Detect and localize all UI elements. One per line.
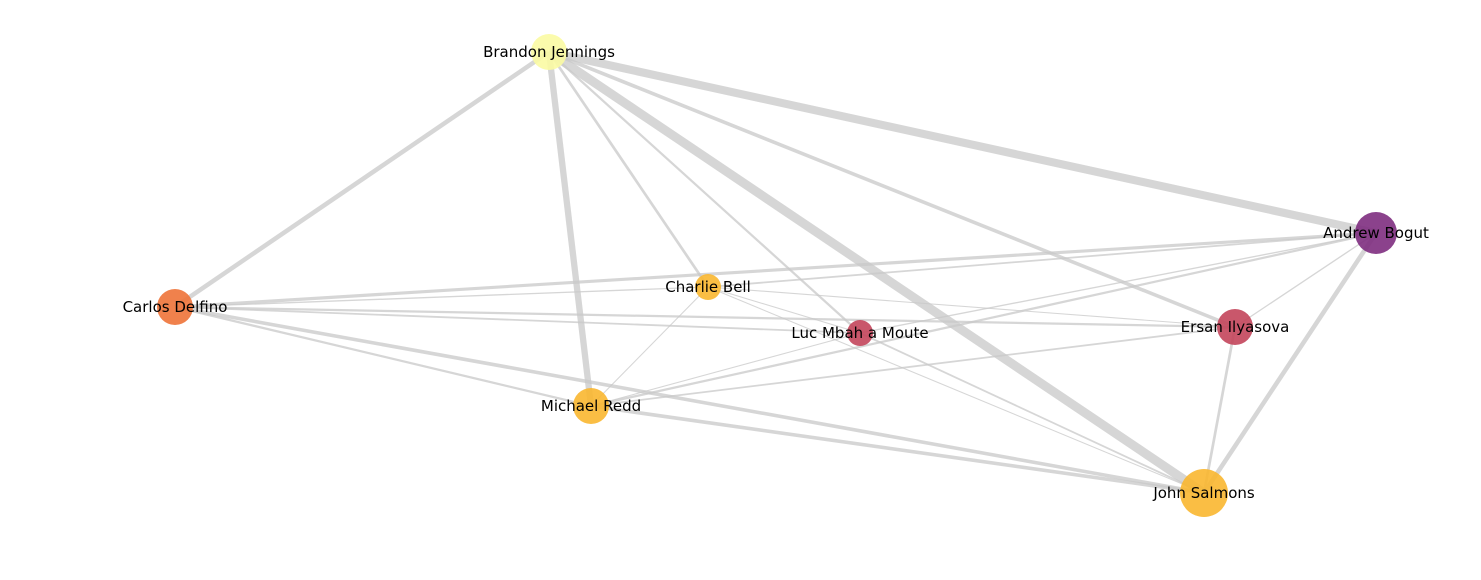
node-label-john: John Salmons [1152,484,1255,502]
node-luc[interactable] [847,320,873,346]
edge-john-luc [859,332,1205,494]
edge-john-ersan [1202,326,1237,494]
nodes-layer [157,34,1397,517]
edge-brandon-ersan [548,50,1236,329]
node-label-michael: Michael Redd [541,397,641,415]
edge-brandon-michael [545,51,595,407]
edge-carlos-ersan [174,305,1236,329]
edge-michael-luc [590,332,861,407]
node-label-brandon: Brandon Jennings [483,43,615,61]
edges-layer [173,48,1378,497]
node-label-ersan: Ersan Ilyasova [1181,318,1290,336]
node-label-luc: Luc Mbah a Moute [791,324,928,342]
edge-brandon-charlie [547,51,710,288]
edge-carlos-luc [174,306,861,334]
edge-charlie-ersan [707,286,1236,328]
node-michael[interactable] [573,388,609,424]
edge-carlos-charlie [174,286,709,308]
node-carlos[interactable] [157,289,193,325]
edge-john-charlie [707,286,1205,494]
edge-michael-john [590,404,1205,495]
edge-michael-charlie [590,286,709,407]
edge-brandon-carlos [173,50,551,309]
edge-andrew-john [1202,231,1378,495]
edge-andrew-charlie [707,232,1377,288]
node-label-carlos: Carlos Delfino [123,298,228,316]
edge-brandon-andrew [548,48,1377,237]
edge-michael-ersan [590,326,1236,407]
node-brandon[interactable] [531,34,567,70]
node-andrew[interactable] [1355,212,1397,254]
node-ersan[interactable] [1217,309,1253,345]
edge-charlie-luc [707,286,861,334]
edge-andrew-carlos [174,231,1377,309]
edge-andrew-michael [590,231,1377,408]
edge-carlos-john [174,305,1205,495]
edge-brandon-luc [548,51,861,334]
node-label-charlie: Charlie Bell [665,278,751,296]
edge-carlos-michael [174,305,592,408]
node-charlie[interactable] [695,274,721,300]
node-label-andrew: Andrew Bogut [1323,224,1429,242]
edge-andrew-luc [859,232,1377,334]
node-john[interactable] [1180,469,1228,517]
edge-andrew-ersan [1234,232,1377,328]
